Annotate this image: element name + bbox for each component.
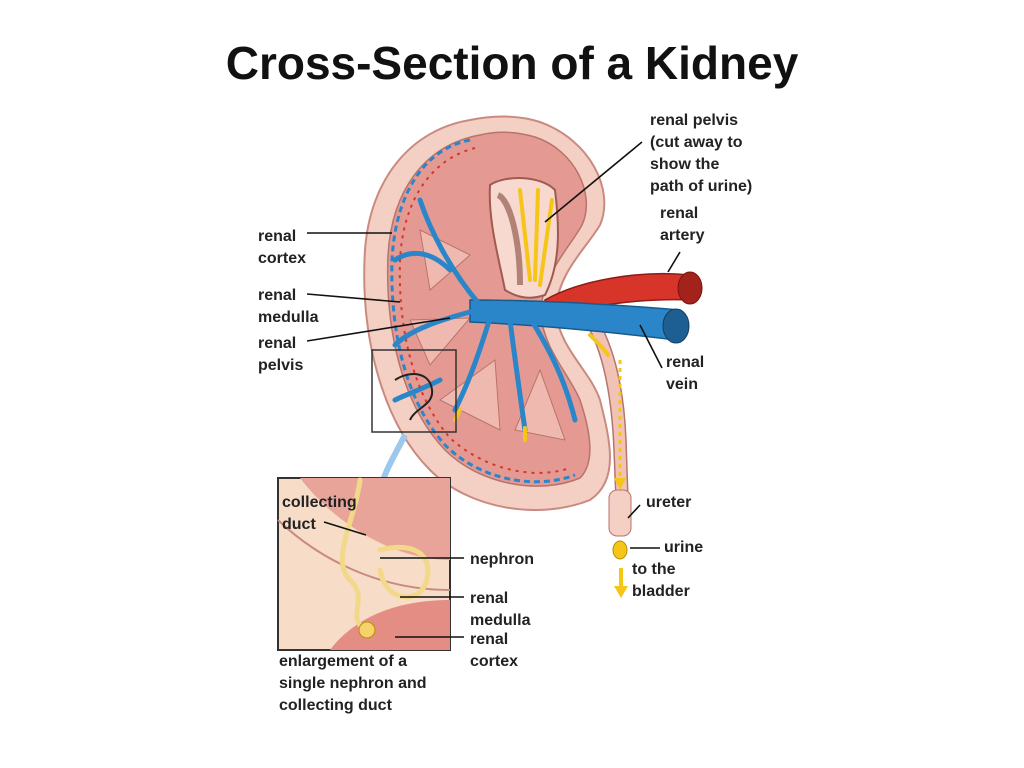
label-to-the-bladder: to the bladder <box>632 561 690 600</box>
ureter-cut <box>608 489 632 537</box>
urine-drop <box>612 540 628 560</box>
inset-nephron <box>339 477 431 633</box>
cortical-vessels <box>390 138 576 484</box>
renal-vein-end <box>662 308 690 344</box>
inset-glomerulus <box>358 621 376 639</box>
label-renal-artery: renal artery <box>660 205 705 244</box>
label-ureter: ureter <box>646 494 692 511</box>
nephron-small <box>394 373 434 421</box>
bladder-arrowhead <box>614 586 628 598</box>
label-urine: urine <box>664 539 704 556</box>
label-inset-renal-cortex: renal cortex <box>470 631 519 670</box>
label-renal-medulla: renal medulla <box>258 287 319 326</box>
medulla-pyramid <box>514 368 566 441</box>
slide-title: Cross-Section of a Kidney <box>225 37 799 89</box>
label-nephron: nephron <box>470 551 534 568</box>
enlargement-source-box <box>371 349 457 433</box>
renal-pelvis-cutaway-shadow <box>496 192 523 286</box>
label-renal-pelvis-left: renal pelvis <box>258 335 304 374</box>
urine-arrows <box>453 188 610 442</box>
label-inset-renal-medulla: renal medulla <box>470 590 531 629</box>
label-renal-cortex: renal cortex <box>258 228 307 267</box>
renal-artery-end <box>677 271 703 305</box>
label-collecting-duct: collecting duct <box>282 494 357 533</box>
leader-lines <box>306 141 681 638</box>
label-renal-vein: renal vein <box>666 354 705 393</box>
urine-arrowhead <box>614 478 626 490</box>
label-renal-pelvis-top: renal pelvis (cut away to show the path … <box>650 112 753 195</box>
inset-medulla-region <box>300 478 450 560</box>
label-enlargement-caption: enlargement of a single nephron and coll… <box>279 653 427 714</box>
vein-branches <box>392 197 578 433</box>
